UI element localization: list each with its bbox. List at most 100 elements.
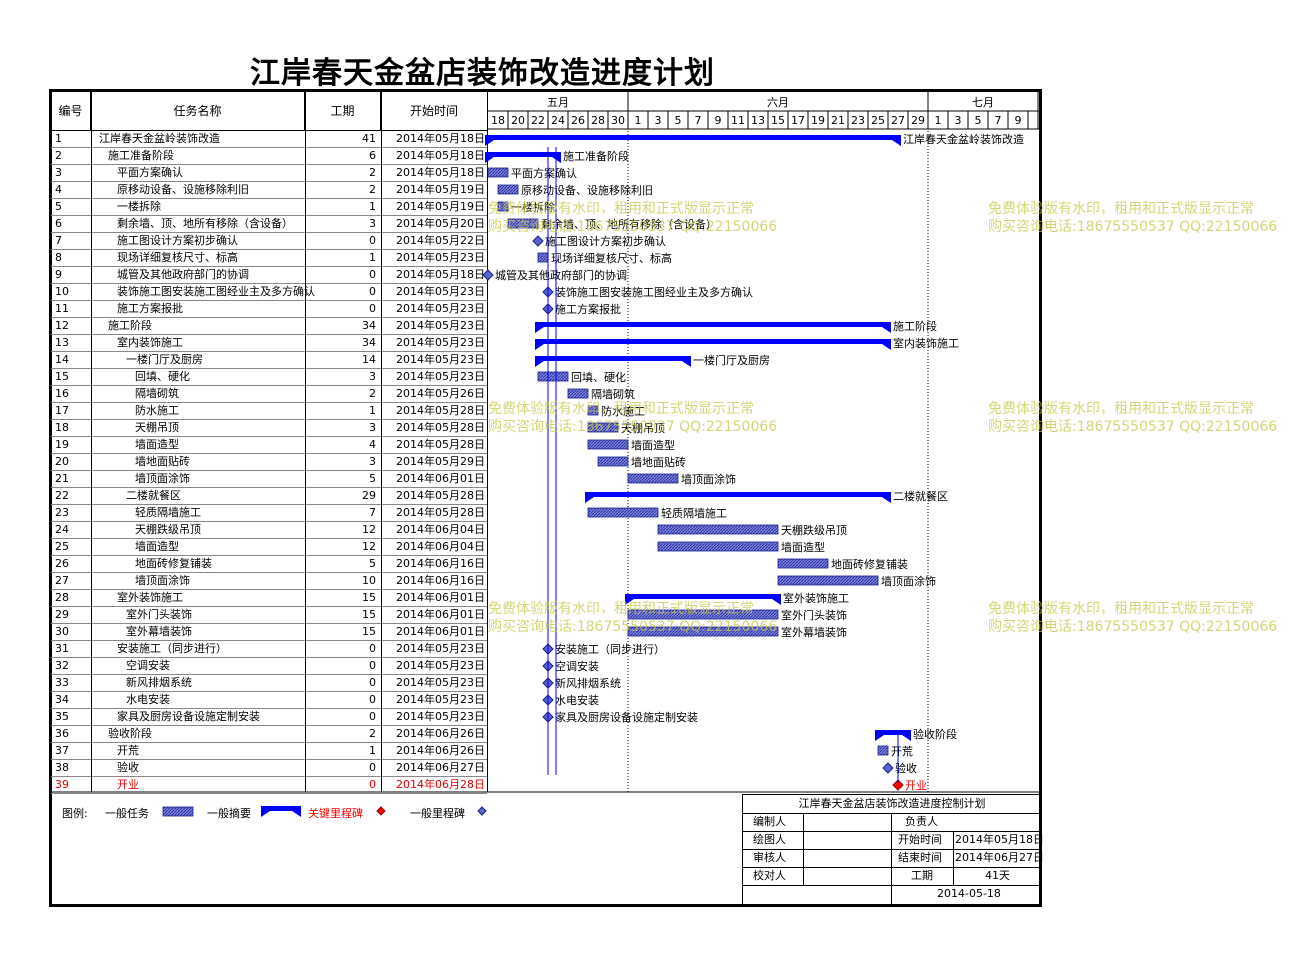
task-start: 2014年06月26日 [396,727,485,740]
task-start: 2014年05月28日 [396,489,485,502]
day-label: 25 [871,114,885,127]
milestone-marker [882,762,894,774]
task-duration: 15 [362,608,376,621]
task-id: 36 [55,727,69,740]
bar-label: 现场详细复核尺寸、标高 [551,251,672,265]
task-start: 2014年05月18日 [396,132,485,145]
task-bar [487,167,509,178]
legend-title: 图例: [62,807,88,820]
day-label: 21 [831,114,845,127]
bar-label: 一楼拆除 [511,200,555,214]
task-name: 防水施工 [135,404,179,417]
task-duration: 3 [369,421,376,434]
task-start: 2014年05月26日 [396,387,485,400]
task-name: 安装施工（同步进行） [117,642,227,655]
day-label: 29 [911,114,925,127]
task-start: 2014年05月19日 [396,183,485,196]
bar-label: 墙面造型 [781,540,825,554]
task-id: 15 [55,370,69,383]
info-panel: 江岸春天金盆店装饰改造进度控制计划 编制人 负责人 绘图人 开始时间 2014年… [742,794,1044,905]
task-bar [657,524,779,535]
task-id: 11 [55,302,69,315]
bar-label: 墙顶面涂饰 [881,574,936,588]
milestone-marker [482,269,494,281]
task-id: 4 [55,183,62,196]
task-start: 2014年05月28日 [396,506,485,519]
summary-end-marker [535,327,544,333]
bar-label: 家具及厨房设备设施定制安装 [555,710,698,724]
task-name: 二楼就餐区 [126,489,181,502]
summary-end-marker [535,361,544,367]
task-name: 空调安装 [126,659,170,672]
bar-label: 平面方案确认 [511,166,577,180]
task-bar [567,388,589,399]
task-id: 24 [55,523,69,536]
task-start: 2014年05月23日 [396,710,485,723]
bar-label: 验收 [895,761,917,775]
task-duration: 2 [369,387,376,400]
task-name: 墙顶面涂饰 [135,574,190,587]
day-label: 28 [591,114,605,127]
summary-end-marker [882,497,891,503]
task-start: 2014年05月23日 [396,642,485,655]
task-id: 27 [55,574,69,587]
task-start: 2014年05月23日 [396,676,485,689]
bar-label: 墙地面贴砖 [631,455,686,469]
legend-task-swatch [162,806,194,817]
bar-label: 室外门头装饰 [781,608,847,622]
column-divider [91,91,92,792]
summary-end-marker [682,361,691,367]
legend-key-swatch [376,806,386,816]
task-duration: 0 [369,659,376,672]
task-bar [587,422,619,433]
header-duration: 工期 [305,91,381,131]
milestone-marker [532,235,544,247]
legend-task-label: 一般任务 [105,807,149,820]
task-name: 墙面造型 [135,540,179,553]
task-duration: 7 [369,506,376,519]
summary-end-marker [485,157,494,163]
summary-end-marker [535,344,544,350]
legend-summary-label: 一般摘要 [207,807,251,820]
task-start: 2014年06月26日 [396,744,485,757]
task-duration: 12 [362,540,376,553]
summary-end-marker [882,344,891,350]
legend-summary-swatch-end [292,811,301,817]
task-id: 28 [55,591,69,604]
bar-label: 开业 [905,779,927,792]
task-name: 室外装饰施工 [117,591,183,604]
task-start: 2014年05月23日 [396,370,485,383]
summary-end-marker [882,327,891,333]
task-bar [587,405,599,416]
task-name: 墙面造型 [135,438,179,451]
task-name: 新风排烟系统 [126,676,192,689]
info-row-drawer: 绘图人 开始时间 2014年05月18日 [743,831,1044,850]
task-duration: 29 [362,489,376,502]
bar-label: 新风排烟系统 [555,676,621,690]
task-bar [877,745,889,756]
bar-label: 防水施工 [601,404,645,418]
bar-label: 施工阶段 [893,319,937,333]
task-duration: 0 [369,234,376,247]
task-id: 29 [55,608,69,621]
column-divider [381,91,382,792]
header-id: 编号 [51,91,91,131]
task-duration: 0 [369,285,376,298]
task-duration: 4 [369,438,376,451]
task-name: 室外幕墙装饰 [126,625,192,638]
bar-label: 原移动设备、设施移除利旧 [521,183,653,197]
task-name: 现场详细复核尺寸、标高 [117,251,238,264]
task-duration: 6 [369,149,376,162]
